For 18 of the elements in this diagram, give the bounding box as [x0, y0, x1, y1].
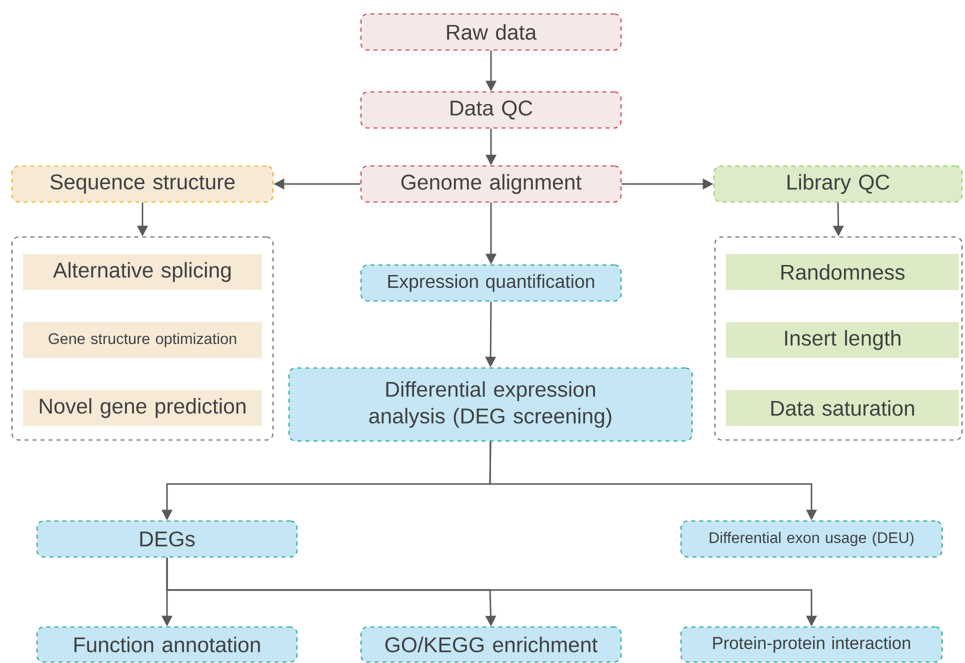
process-box: Expression quantification — [360, 264, 622, 302]
item-box: Data saturation — [726, 390, 959, 426]
process-box: GO/KEGG enrichment — [360, 626, 622, 663]
item-box: Alternative splicing — [23, 254, 262, 290]
process-box: Differential exon usage (DEU) — [680, 520, 943, 558]
process-box: Library QC — [713, 165, 963, 203]
process-box: Differential expression analysis (DEG screening) — [288, 367, 693, 442]
process-box: Sequence structure — [11, 165, 274, 203]
process-box: Raw data — [360, 13, 622, 51]
item-box: Randomness — [726, 254, 959, 290]
process-box: Protein-protein interaction — [680, 626, 943, 663]
item-box: Insert length — [726, 322, 959, 358]
process-box: Function annotation — [36, 626, 298, 663]
process-box: Genome alignment — [360, 165, 622, 203]
process-box: Data QC — [360, 91, 622, 129]
process-box: DEGs — [36, 520, 298, 558]
item-box: Novel gene prediction — [23, 390, 262, 426]
item-box: Gene structure optimization — [23, 322, 262, 358]
